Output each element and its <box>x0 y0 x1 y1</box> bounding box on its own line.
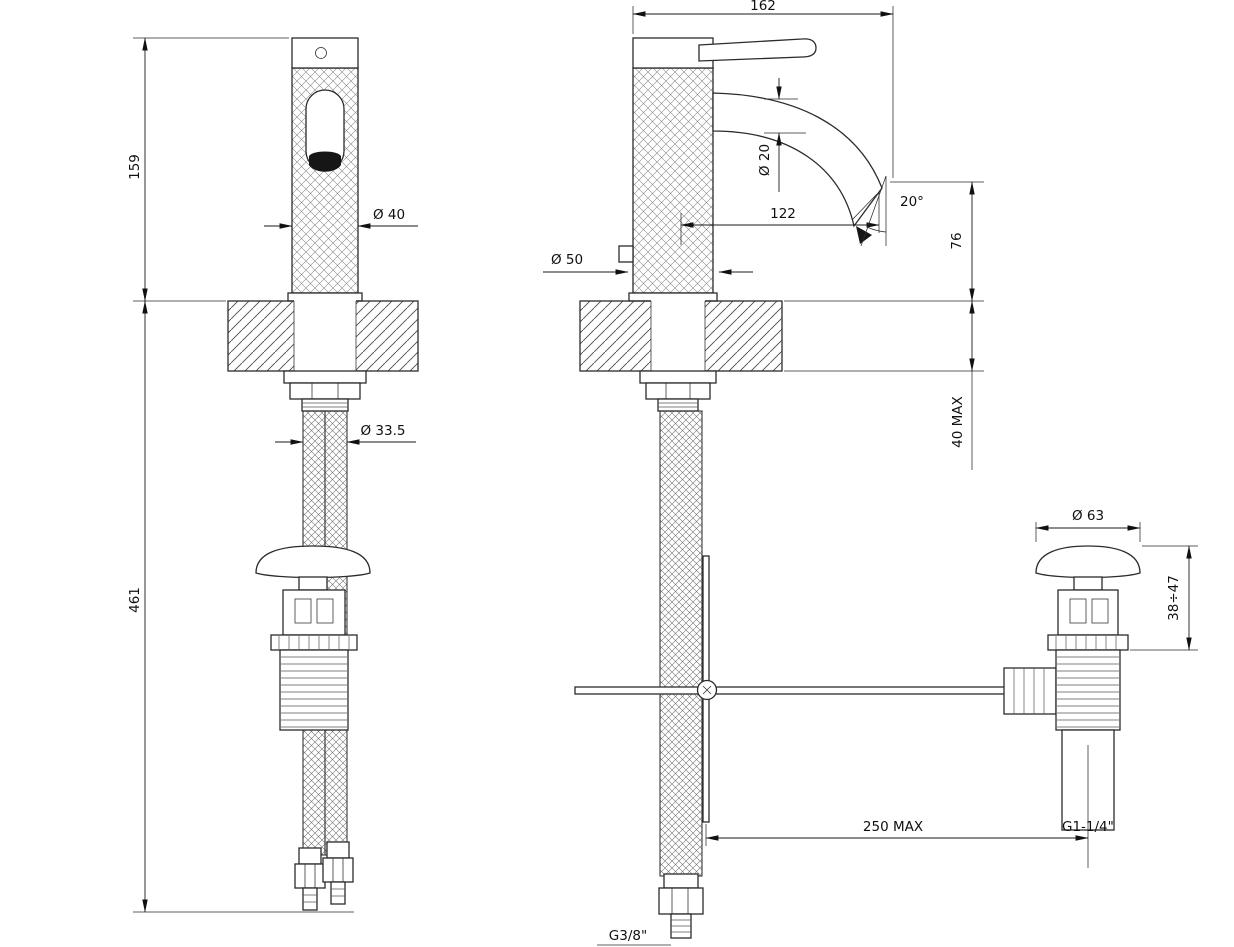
drain-pivot-nut <box>1003 667 1057 715</box>
side-view: 162 Ø 20 122 20° 76 Ø 50 40 MAX G3/8" <box>543 0 1011 946</box>
dim-rod-reach: 250 MAX <box>863 819 923 835</box>
flex-hose-side <box>659 410 703 877</box>
mounting-nut-front <box>289 382 361 400</box>
faucet-top-cap-front <box>291 37 359 69</box>
dim-spout-diameter: Ø 20 <box>757 144 773 176</box>
drain-body-side <box>1057 589 1119 636</box>
aerator-front <box>309 151 341 172</box>
dim-base-diameter: Ø 50 <box>551 252 583 268</box>
drain-body-front <box>282 589 346 636</box>
dim-spout-angle: 20° <box>900 194 924 210</box>
mounting-nut-side <box>645 382 711 400</box>
horizontal-rod <box>574 686 1011 695</box>
drain-thread-front <box>279 649 349 731</box>
drain-cap-side <box>1035 545 1141 579</box>
spout-outlet <box>856 226 872 244</box>
faucet-body-side <box>632 67 714 294</box>
dim-hose-diameter: Ø 33.5 <box>361 423 406 439</box>
dim-drain-cap-diameter: Ø 63 <box>1072 508 1104 524</box>
front-view: 159 461 Ø 40 Ø 33.5 <box>127 37 419 913</box>
hose-fitting-right <box>322 841 354 905</box>
set-screw <box>315 47 327 59</box>
popup-waste-front <box>255 545 371 731</box>
handle-lever <box>698 38 817 62</box>
hose-fitting-side <box>658 873 704 939</box>
dim-front-height-upper: 159 <box>127 154 143 180</box>
dim-overall-depth: 162 <box>750 0 776 14</box>
drain-thread-side <box>1055 649 1121 731</box>
drain-cap-front <box>255 545 371 579</box>
spout <box>712 92 883 228</box>
drain-assembly: Ø 63 38÷47 250 MAX G1-1/4" <box>705 508 1198 868</box>
hose-fitting-left <box>294 847 326 911</box>
dim-outlet-thread: G1-1/4" <box>1062 819 1114 835</box>
dim-front-height-lower: 461 <box>127 587 143 613</box>
dim-spout-reach: 122 <box>770 206 796 222</box>
dim-drain-height-adjust: 38÷47 <box>1166 575 1182 621</box>
dim-body-diameter: Ø 40 <box>373 207 405 223</box>
dim-deck-thickness: 40 MAX <box>950 396 966 448</box>
mounting-washer-front <box>283 370 367 384</box>
dim-spout-height: 76 <box>949 232 965 249</box>
mounting-washer-side <box>639 370 717 384</box>
lift-rod-knob <box>618 245 634 263</box>
dim-hose-thread: G3/8" <box>609 928 647 944</box>
drain-collar-front <box>270 634 358 651</box>
